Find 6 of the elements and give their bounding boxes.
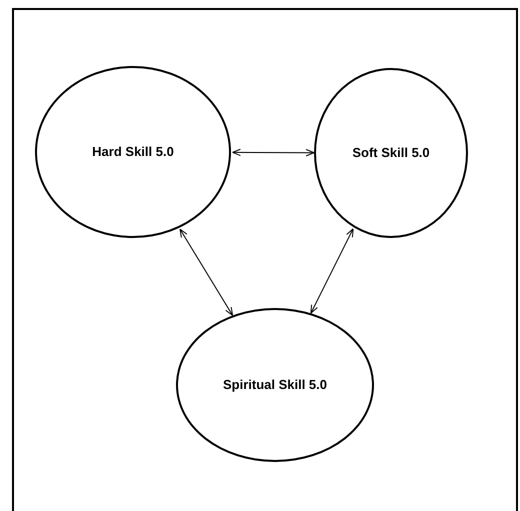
- node-label: Soft Skill 5.0: [352, 144, 430, 162]
- double-arrow: [232, 148, 314, 156]
- node-label: Hard Skill 5.0: [92, 143, 174, 162]
- double-arrow: [180, 228, 234, 316]
- node-label: Spiritual Skill 5.0: [222, 376, 328, 394]
- double-arrow: [310, 228, 354, 314]
